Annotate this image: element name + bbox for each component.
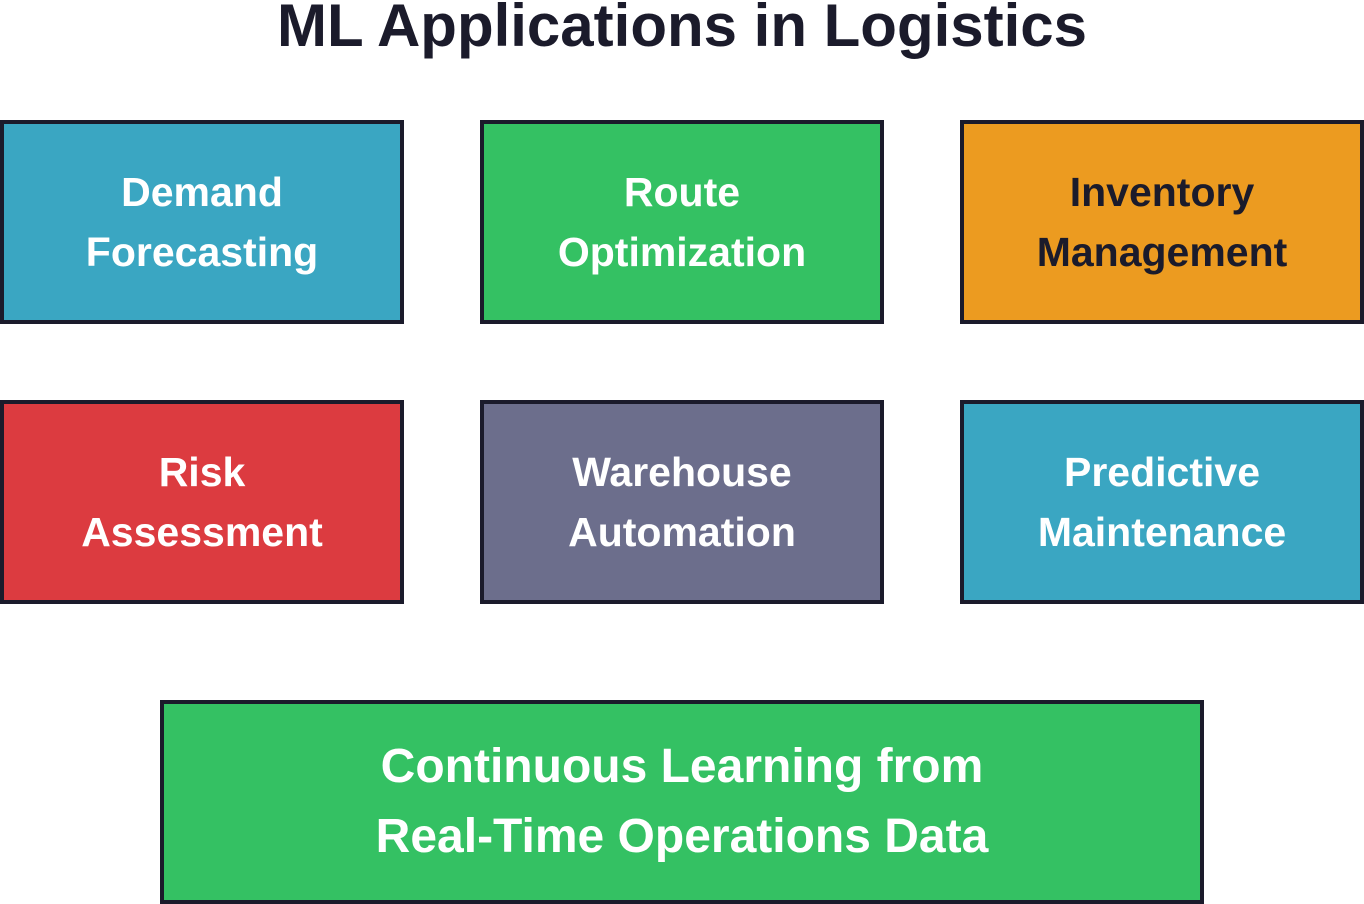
box-label: Continuous Learning from Real-Time Opera… xyxy=(375,740,989,863)
box-label: Inventory Management xyxy=(1036,169,1288,275)
box-inventory-management: Inventory Management xyxy=(960,120,1364,324)
box-demand-forecasting: Demand Forecasting xyxy=(0,120,404,324)
box-continuous-learning: Continuous Learning from Real-Time Opera… xyxy=(160,700,1204,904)
diagram-title: ML Applications in Logistics xyxy=(276,0,1088,59)
box-predictive-maintenance: Predictive Maintenance xyxy=(960,400,1364,604)
box-label: Warehouse Automation xyxy=(568,449,796,555)
box-label: Demand Forecasting xyxy=(85,169,319,275)
box-label: Route Optimization xyxy=(557,169,807,275)
box-label: Predictive Maintenance xyxy=(1037,449,1287,555)
box-label: Risk Assessment xyxy=(81,449,323,555)
box-route-optimization: Route Optimization xyxy=(480,120,884,324)
box-warehouse-automation: Warehouse Automation xyxy=(480,400,884,604)
box-risk-assessment: Risk Assessment xyxy=(0,400,404,604)
